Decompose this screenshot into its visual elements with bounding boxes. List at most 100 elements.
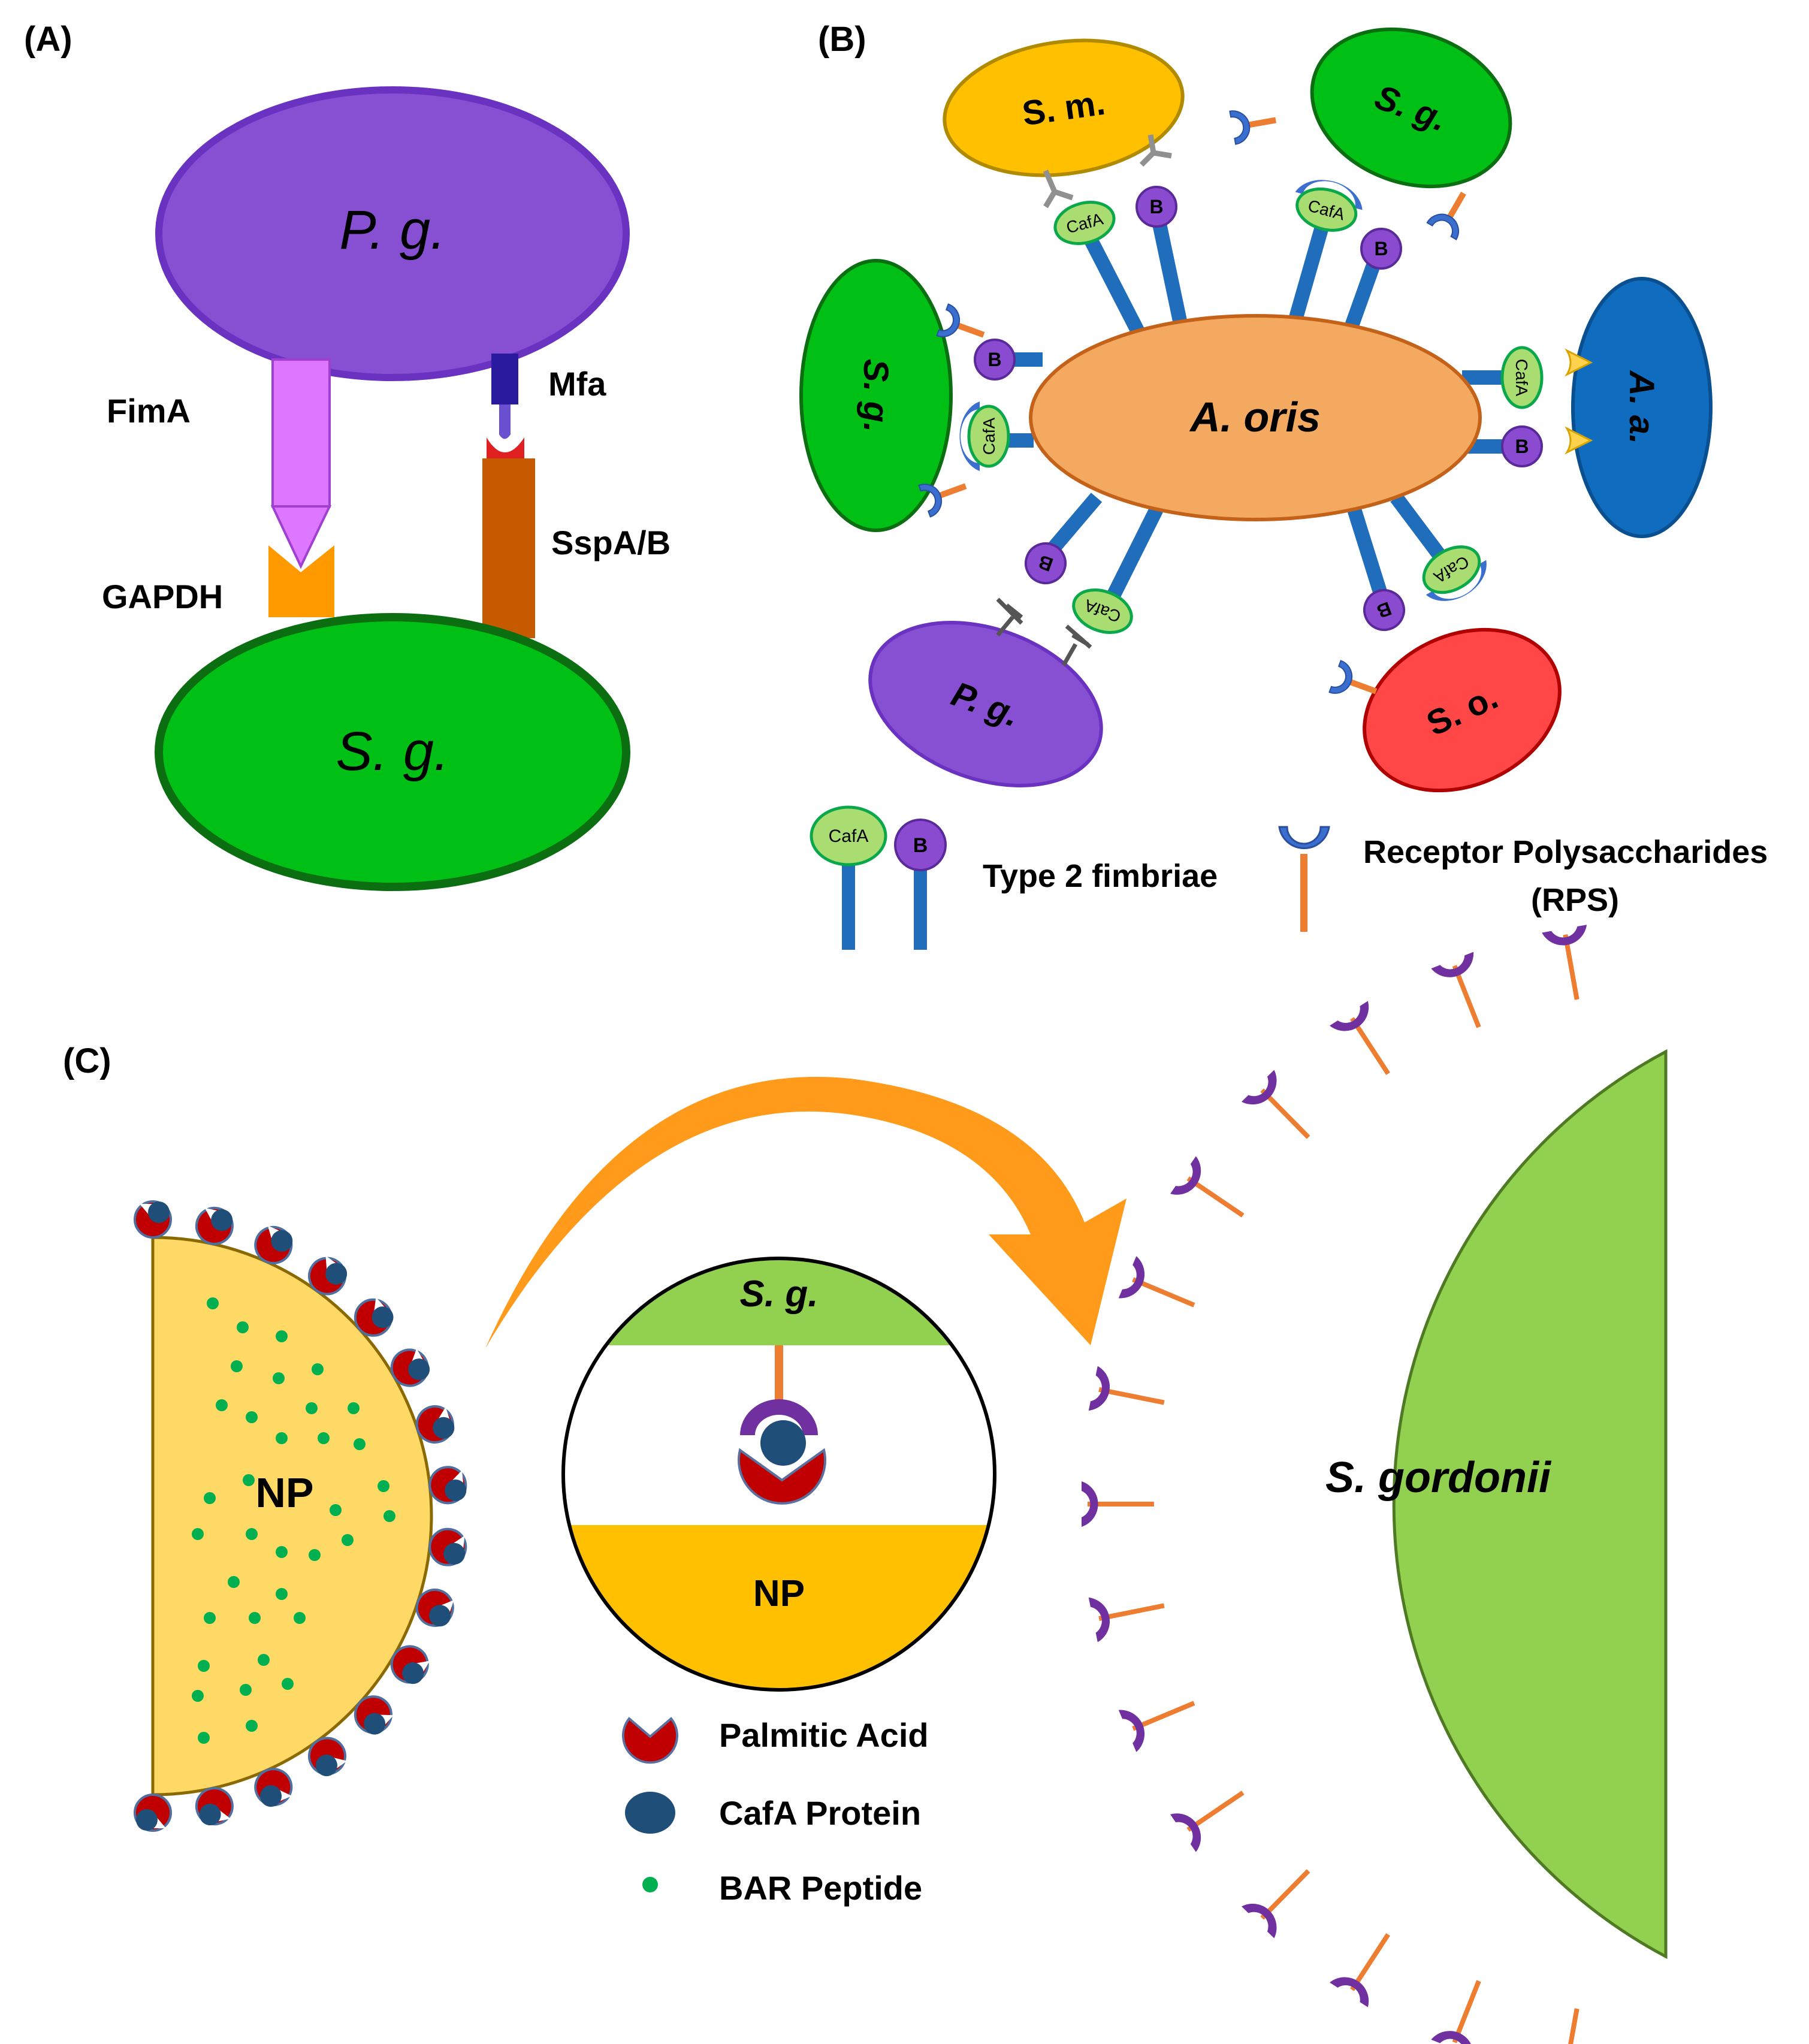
sspab-stalk (482, 458, 535, 638)
bar-peptide-dot (192, 1528, 204, 1540)
fima-label: FimA (107, 392, 191, 430)
receptor-stalk (1563, 934, 1580, 1000)
legend-rps-label-line2: (RPS) (1531, 882, 1619, 918)
fimbria-tip-cafa: CafA (1500, 346, 1544, 409)
sg-top-cell (1310, 27, 1512, 189)
sspab-label: SspA/B (551, 524, 671, 561)
legend-cafa-icon (625, 1792, 675, 1834)
bar-peptide-dot (273, 1372, 285, 1384)
legend-rps-label-line1: Receptor Polysaccharides (1363, 834, 1768, 870)
fimbria-tip-b: B (1360, 228, 1402, 270)
bar-peptide-dot (383, 1510, 395, 1522)
bar-peptide-dot (204, 1612, 216, 1624)
sm-cell (943, 38, 1185, 177)
panel-a-label: (A) (24, 20, 73, 59)
sg-left-cell-label: S. g. (856, 359, 895, 432)
receptor-stalk (1260, 1869, 1310, 1920)
bar-peptide-dot (198, 1660, 210, 1672)
legend-bar-label: BAR Peptide (719, 1869, 922, 1907)
bar-peptide-dot (276, 1330, 288, 1342)
sg-cell (155, 613, 630, 891)
bar-peptide-dot (228, 1576, 240, 1588)
palmitic-cafa-icon (427, 1464, 469, 1506)
bar-peptide-dot (246, 1720, 258, 1732)
bar-peptide-dot (243, 1474, 255, 1486)
so-cell (1363, 627, 1562, 793)
gordonii-receptor-ring (1082, 925, 1590, 2044)
legend-fimbriae-icon: CafA B (810, 805, 947, 950)
aoris-cell-label: A. oris (1189, 394, 1321, 440)
inset-purple-receptor (740, 1399, 818, 1435)
pg-b-cell (868, 621, 1103, 787)
np-particle (151, 1236, 433, 1797)
bar-peptide-dot (276, 1588, 288, 1600)
bar-peptide-dot (309, 1549, 321, 1561)
bar-peptide-dot (231, 1360, 243, 1372)
bar-peptide-dot (216, 1399, 228, 1411)
fimbria-tip-cafa: CafA (1072, 588, 1133, 634)
transfer-arrow (485, 1076, 1127, 1348)
bar-peptide-dot (276, 1432, 288, 1444)
aa-cell-label: A. a. (1622, 370, 1661, 445)
inset-stalk (775, 1345, 783, 1414)
fimbria-tip-cafa: CafA (959, 401, 1010, 471)
svg-text:CafA: CafA (829, 826, 869, 846)
receptor-stalk (1186, 1176, 1245, 1218)
rps-receptor-icon (1426, 184, 1479, 240)
receptor-stalk (1452, 1980, 1481, 2043)
svg-text:B: B (913, 834, 928, 857)
bar-peptide-dot (348, 1402, 360, 1414)
legend-rps-icon (1278, 826, 1330, 932)
bar-peptide-dot (276, 1546, 288, 1558)
gapdh-receptor (268, 545, 334, 617)
legend-palmitic-label: Palmitic Acid (719, 1716, 929, 1754)
pg-cell (155, 86, 630, 381)
inset-cafa-protein (760, 1420, 806, 1466)
bar-peptide-dot (312, 1363, 324, 1375)
fimbria-tip-b: B (974, 339, 1016, 381)
legend-cafa-label: CafA Protein (719, 1794, 921, 1832)
svg-text:B: B (1149, 196, 1163, 218)
bar-peptide-dot (306, 1402, 318, 1414)
fimbria-tip-cafa: CafA (1422, 545, 1487, 601)
sm-grey-receptor-1 (1043, 170, 1074, 209)
legend-bar-icon (642, 1877, 658, 1892)
receptor-stalk (1350, 1017, 1390, 1075)
svg-text:B: B (1515, 436, 1529, 457)
mfa-tip (499, 404, 511, 439)
receptor-stalk (1098, 1387, 1165, 1405)
legend-palmitic-icon (622, 1717, 678, 1764)
receptor-stalk (1260, 1088, 1310, 1139)
fimbria-tip-b: B (1363, 589, 1405, 631)
mfa-label: Mfa (548, 365, 606, 403)
fimbria-tip-b: B (1025, 542, 1067, 584)
np-particle-label: NP (255, 1469, 313, 1516)
gapdh-label: GAPDH (102, 578, 223, 615)
aoris-cell (1029, 314, 1482, 521)
svg-text:CafA: CafA (980, 418, 998, 455)
bar-peptide-dot (354, 1438, 366, 1450)
receptor-stalk (1132, 1277, 1195, 1308)
fimbria-tip-cafa: CafA (1053, 201, 1116, 245)
bar-peptide-dot (246, 1411, 258, 1423)
svg-text:CafA: CafA (1512, 359, 1531, 397)
receptor-stalk (1350, 1933, 1390, 1991)
palmitic-cafa-icon (427, 1526, 469, 1568)
bar-peptide-dot (258, 1654, 270, 1666)
sg-cell-label: S. g. (336, 721, 449, 782)
fimbria-tip-cafa: CafA (1295, 180, 1363, 232)
svg-text:B: B (987, 349, 1001, 370)
sg-left-cell (799, 259, 953, 532)
bar-peptide-dot (318, 1432, 330, 1444)
panel-b-label: (B) (818, 20, 866, 59)
aa-yellow-receptors (1565, 348, 1593, 455)
gordonii-cell-label: S. gordonii (1325, 1454, 1552, 1502)
bar-peptide-dot (192, 1690, 204, 1702)
sm-grey-receptor-2 (1139, 134, 1172, 167)
bar-peptide-dot (249, 1612, 261, 1624)
pg-cell-label: P. g. (339, 200, 445, 261)
pg-grey-receptors (996, 597, 1092, 666)
bar-peptide-dot (282, 1678, 294, 1690)
bar-peptide-dot (198, 1732, 210, 1744)
receptor-stalk (1098, 1603, 1165, 1622)
